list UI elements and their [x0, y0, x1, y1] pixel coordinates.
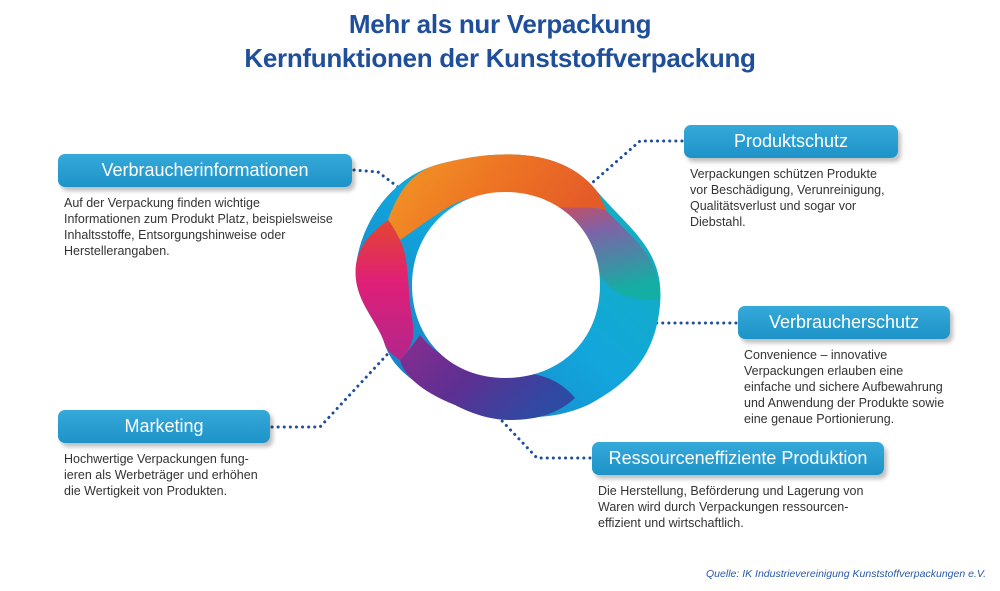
label-ressourceneffiziente-produktion: Ressourceneffiziente Produktion	[592, 442, 884, 475]
desc-line: effizient und wirtschaftlich.	[598, 516, 744, 530]
label-verbraucherschutz: Verbraucherschutz	[738, 306, 950, 339]
label-produktschutz: Produktschutz	[684, 125, 898, 158]
connector-ressourceneffiziente-produktion	[485, 403, 592, 460]
desc-line: vor Beschädigung, Verunreinigung,	[690, 183, 885, 197]
desc-marketing: Hochwertige Verpackungen fung- ieren als…	[64, 451, 304, 499]
desc-line: Diebstahl.	[690, 215, 746, 229]
desc-verbraucherinformationen: Auf der Verpackung finden wichtige Infor…	[64, 195, 364, 259]
page-subtitle: Kernfunktionen der Kunststoffverpackung	[244, 43, 756, 73]
connector-produktschutz	[574, 139, 684, 199]
label-verbraucherinformationen: Verbraucherinformationen	[58, 154, 352, 187]
connector-verbraucherinformationen	[352, 168, 412, 198]
desc-line: Informationen zum Produkt Platz, beispie…	[64, 212, 333, 226]
desc-produktschutz: Verpackungen schützen Produkte vor Besch…	[690, 166, 920, 230]
desc-line: ieren als Werbeträger und erhöhen	[64, 468, 258, 482]
desc-line: die Wertigkeit von Produkten.	[64, 484, 228, 498]
desc-line: Convenience – innovative	[744, 348, 888, 362]
desc-ressourceneffiziente-produktion: Die Herstellung, Beförderung und Lagerun…	[598, 483, 898, 531]
desc-line: Herstellerangaben.	[64, 244, 170, 258]
desc-line: Verpackungen schützen Produkte	[690, 167, 877, 181]
desc-line: Die Herstellung, Beförderung und Lagerun…	[598, 484, 864, 498]
desc-line: Qualitätsverlust und sogar vor	[690, 199, 857, 213]
page-title: Mehr als nur Verpackung	[348, 9, 652, 39]
desc-line: Inhaltsstoffe, Entsorgungshinweise oder	[64, 228, 286, 242]
label-marketing: Marketing	[58, 410, 270, 443]
desc-line: Auf der Verpackung finden wichtige	[64, 196, 260, 210]
desc-line: eine genaue Portionierung.	[744, 412, 895, 426]
connector-lines	[270, 139, 738, 460]
ring-shape	[355, 154, 661, 420]
desc-line: Hochwertige Verpackungen fung-	[64, 452, 249, 466]
desc-line: Waren wird durch Verpackungen ressourcen…	[598, 500, 849, 514]
source-note: Quelle: IK Industrievereinigung Kunststo…	[706, 568, 986, 580]
desc-line: Verpackungen erlauben eine	[744, 364, 904, 378]
desc-verbraucherschutz: Convenience – innovative Verpackungen er…	[744, 347, 974, 427]
desc-line: und Anwendung der Produkte sowie	[744, 396, 945, 410]
connector-marketing	[270, 343, 398, 429]
desc-line: einfache und sichere Aufbewahrung	[744, 380, 943, 394]
